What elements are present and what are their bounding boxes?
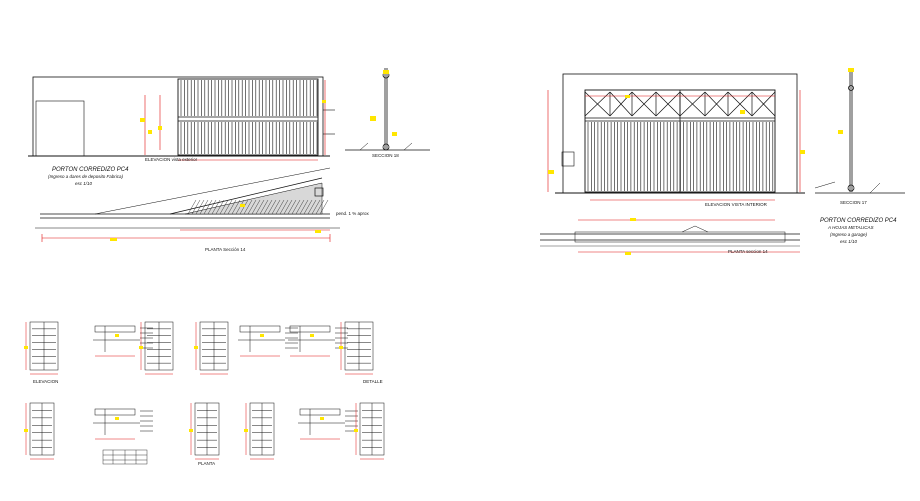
hatch-line	[223, 199, 233, 215]
detail-highlight	[115, 334, 119, 337]
hatch-line	[275, 199, 285, 215]
detail-profile	[239, 325, 281, 333]
right-section	[814, 72, 905, 194]
hatch-line	[199, 199, 209, 215]
detail-highlight	[194, 346, 198, 349]
hatch-line	[207, 199, 217, 215]
detail-profile	[299, 408, 341, 416]
caption-left-section: SECCION 18	[372, 153, 399, 158]
caption-right-plan: PLANTA seccion 14	[728, 249, 768, 254]
hatch-line	[283, 199, 293, 215]
caption-detail-elevation: ELEVACION	[33, 379, 59, 384]
detail-highlight	[115, 417, 119, 420]
ramp-hatch	[187, 199, 329, 215]
right-plan-dimensions	[578, 219, 800, 253]
detail-highlight	[310, 334, 314, 337]
detail-highlight	[320, 417, 324, 420]
left-title-line2: (Ingreso a dares de deposito Fabrica)	[48, 174, 124, 179]
caption-detail-plan: PLANTA	[198, 461, 216, 466]
right-section-highlights	[838, 68, 854, 134]
left-plan-dimensions	[41, 229, 331, 242]
detail-drawings	[29, 321, 385, 456]
detail-highlight	[139, 346, 143, 349]
right-title-line4: esc 1/10	[840, 239, 858, 244]
hatch-line	[191, 199, 201, 215]
detail-highlights	[24, 334, 358, 432]
right-title-line1: PORTON CORREDIZO PC4	[820, 218, 897, 224]
detail-highlight	[24, 346, 28, 349]
hatch-line	[295, 199, 305, 215]
detail-highlight	[339, 346, 343, 349]
hatch-line	[311, 199, 321, 215]
hatch-line	[291, 199, 301, 215]
right-title-line2: A HOJAS METALICAS	[828, 225, 874, 230]
right-elevation-highlights	[548, 95, 805, 174]
left-elevation-dimensions	[144, 80, 326, 161]
detail-profile	[94, 325, 136, 333]
right-elevation-dimensions	[547, 90, 801, 201]
detail-highlight	[189, 429, 193, 432]
caption-left-elevation: ELEVACION vista exterior	[145, 157, 198, 162]
detail-highlight	[24, 429, 28, 432]
hatch-line	[243, 199, 253, 215]
hatch-line	[263, 199, 273, 215]
caption-right-elevation: ELEVACION VISTA INTERIOR	[705, 202, 767, 207]
hatch-line	[227, 199, 237, 215]
left-title-line3: esc 1/10	[75, 181, 93, 186]
left-gate-slats	[180, 80, 318, 154]
hatch-line	[315, 199, 325, 215]
left-title-line1: PORTON CORREDIZO PC4	[52, 167, 129, 173]
hatch-line	[187, 199, 197, 215]
left-elevation	[28, 76, 335, 157]
right-plan	[540, 225, 800, 247]
detail-profile	[94, 408, 136, 416]
hatch-line	[255, 199, 265, 215]
left-elevation-highlights	[140, 100, 326, 134]
right-gate-slats	[587, 122, 774, 191]
caption-right-section: SECCION 17	[840, 200, 867, 205]
hatch-line	[299, 199, 309, 215]
hatch-line	[219, 199, 229, 215]
caption-pend: pend. 1 % aprox	[336, 211, 369, 216]
left-plan-highlights	[110, 204, 321, 241]
left-section	[345, 68, 430, 151]
hatch-line	[247, 199, 257, 215]
hatch-line	[251, 199, 261, 215]
hatch-line	[203, 199, 213, 215]
caption-detail: DETALLE	[363, 379, 383, 384]
hatch-line	[267, 199, 277, 215]
detail-highlight	[244, 429, 248, 432]
hatch-line	[271, 199, 281, 215]
hatch-line	[231, 199, 241, 215]
caption-left-plan: PLANTA Sección 14	[205, 247, 246, 252]
hatch-line	[303, 199, 313, 215]
hatch-line	[211, 199, 221, 215]
hatch-line	[319, 199, 329, 215]
hatch-line	[259, 199, 269, 215]
right-gate-bracing	[584, 91, 776, 117]
hatch-line	[287, 199, 297, 215]
left-section-highlights	[370, 70, 397, 136]
detail-highlight	[260, 334, 264, 337]
hatch-line	[215, 199, 225, 215]
left-plan	[35, 167, 340, 229]
right-elevation	[555, 73, 805, 194]
hatch-line	[279, 199, 289, 215]
hatch-line	[307, 199, 317, 215]
right-title-line3: (Ingreso a garage)	[830, 232, 868, 237]
title-block-table	[102, 449, 148, 465]
hatch-line	[195, 199, 205, 215]
right-plan-highlights	[625, 218, 636, 255]
detail-highlight	[354, 429, 358, 432]
detail-profile	[289, 325, 331, 333]
